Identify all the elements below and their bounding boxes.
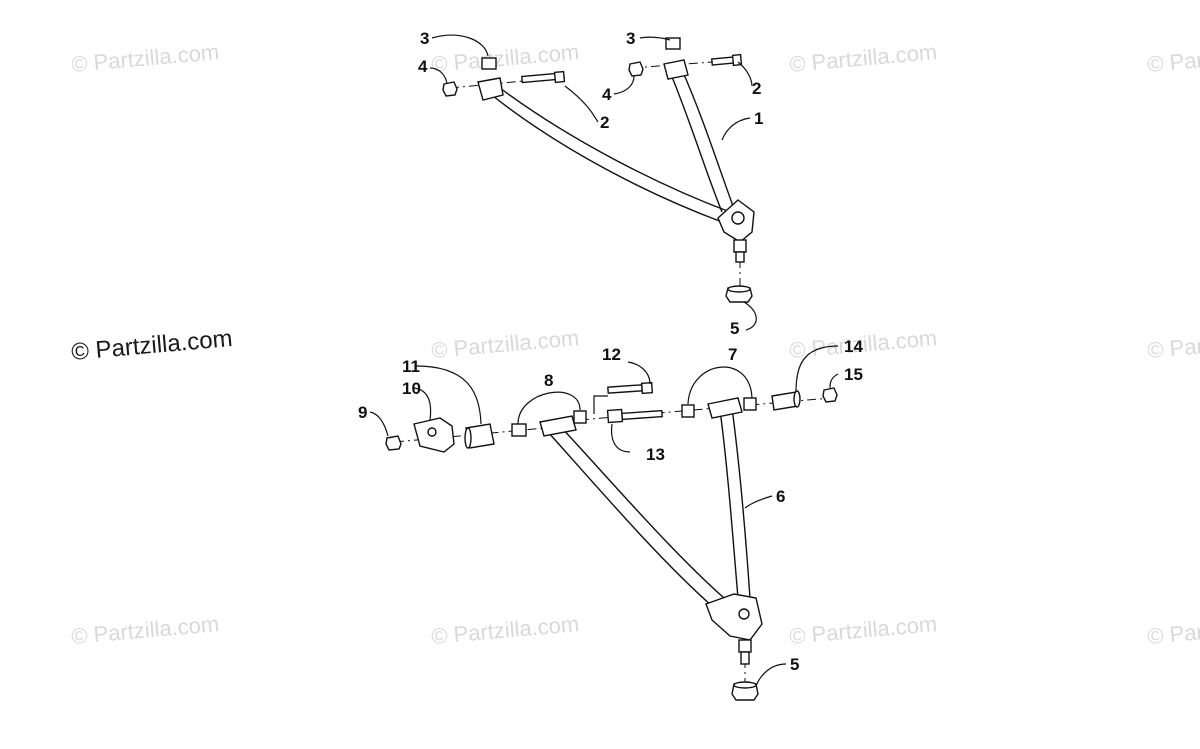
lower-left-nut: [385, 435, 402, 451]
upper-arm-left-bracket: [477, 77, 504, 101]
callout-3-upper-left: 3: [420, 29, 429, 48]
leader-9: [369, 411, 389, 437]
upper-arm-right-tube-inner: [681, 69, 734, 207]
upper-ball-joint-thread: [735, 251, 745, 263]
callout-5-upper: 5: [730, 319, 739, 338]
leader-10: [413, 387, 432, 421]
lower-ball-joint-hole: [738, 608, 750, 620]
lower-ball-joint-thread: [740, 651, 750, 665]
leader-3a: [431, 34, 489, 57]
lower-arm-left-tube-outer: [547, 431, 713, 607]
callout-11: 11: [402, 357, 420, 376]
watermark: © Partzilla.com: [430, 325, 580, 363]
leader-8-12-bridge: [593, 395, 608, 414]
lower-ball-joint-stud: [738, 639, 752, 653]
lower-arm-left-tube-inner: [559, 425, 725, 599]
leader-4a: [429, 67, 448, 85]
watermark: © Partzilla.com: [1146, 611, 1200, 649]
leader-13: [610, 423, 631, 453]
watermark: © Partzilla.com: [1146, 39, 1200, 77]
callout-4-upper-left: 4: [418, 57, 428, 76]
leader-15: [829, 373, 839, 389]
lower-rear-bushing-left: [681, 404, 695, 418]
lower-front-bushing-right: [573, 410, 587, 424]
lower-ball-joint-boot-top: [733, 681, 757, 689]
callout-14: 14: [844, 337, 863, 356]
callout-numbers: 3 4 2 3 4 2 1 5 11 10 9 8 12 13 7 14 15 …: [358, 29, 863, 674]
callout-2-upper-right: 2: [752, 79, 761, 98]
watermark: © Partzilla.com: [70, 39, 220, 77]
callout-2-upper-left: 2: [600, 113, 609, 132]
callout-13: 13: [646, 445, 665, 464]
callout-8: 8: [544, 371, 553, 390]
leader-lines: [369, 34, 839, 687]
watermark: © Partzilla.com: [430, 611, 580, 649]
lower-front-spacer-end: [464, 427, 472, 449]
watermark-main: © Partzilla.com: [70, 325, 233, 366]
leader-3b: [639, 36, 671, 41]
lower-arm-right-tube-outer: [719, 409, 739, 599]
upper-ball-joint-stud: [733, 239, 747, 253]
leader-1: [721, 117, 751, 141]
callout-4-upper-right: 4: [602, 85, 612, 104]
upper-arm-right-tube-outer: [669, 71, 723, 213]
callout-15: 15: [844, 365, 863, 384]
leader-14: [795, 345, 839, 393]
lower-rear-bushing-right: [743, 397, 757, 411]
leader-5a: [743, 301, 757, 331]
lower-a-arm-assembly: [385, 381, 838, 701]
watermark: © Partzilla.com: [70, 611, 220, 649]
lower-arm-front-pivot-tube: [539, 415, 577, 437]
lower-ball-joint-housing: [705, 593, 763, 641]
leader-11: [415, 365, 482, 425]
lower-long-bolt: [606, 408, 663, 424]
watermark: © Partzilla.com: [430, 39, 580, 77]
callout-3-upper-right: 3: [626, 29, 635, 48]
upper-right-lock-nut: [628, 61, 644, 77]
upper-left-bolt: [521, 70, 566, 84]
callout-9: 9: [358, 403, 367, 422]
callout-12: 12: [602, 345, 621, 364]
leader-8: [517, 391, 581, 425]
upper-ball-joint-boot-top: [727, 285, 751, 293]
lower-arm-rear-pivot-tube: [707, 397, 743, 419]
lower-mount-bracket-hole: [427, 427, 437, 437]
leader-2b: [737, 61, 753, 87]
watermark: © Partzilla.com: [788, 325, 938, 363]
leader-4b: [613, 75, 635, 95]
upper-ball-joint-hole: [731, 211, 745, 225]
watermark: © Partzilla.com: [788, 611, 938, 649]
leader-12: [627, 361, 651, 385]
upper-arm-right-bracket: [663, 59, 689, 80]
leader-2a: [564, 85, 599, 123]
leader-6: [744, 495, 773, 509]
lower-arm-right-tube-inner: [731, 407, 751, 599]
upper-left-lock-nut: [442, 81, 458, 97]
watermarks: © Partzilla.com © Partzilla.com © Partzi…: [70, 39, 1200, 649]
watermark: © Partzilla.com: [788, 39, 938, 77]
callout-10: 10: [402, 379, 421, 398]
upper-right-bushing: [665, 37, 681, 50]
upper-right-bolt: [711, 53, 743, 67]
upper-left-bushing: [481, 57, 497, 70]
callout-5-lower: 5: [790, 655, 799, 674]
lower-rear-nut: [822, 387, 838, 403]
lower-upper-bolt: [607, 381, 654, 395]
leader-5b: [755, 663, 787, 687]
upper-a-arm-assembly: [442, 37, 755, 303]
callout-7: 7: [728, 345, 737, 364]
upper-arm-left-tube-inner: [499, 87, 731, 213]
leader-7: [687, 366, 753, 405]
callout-1: 1: [754, 109, 763, 128]
watermark: © Partzilla.com: [1146, 325, 1200, 363]
lower-rear-spacer-end: [793, 390, 801, 408]
callout-6: 6: [776, 487, 785, 506]
lower-front-bushing-left: [511, 423, 527, 437]
upper-arm-left-tube-outer: [487, 91, 723, 223]
